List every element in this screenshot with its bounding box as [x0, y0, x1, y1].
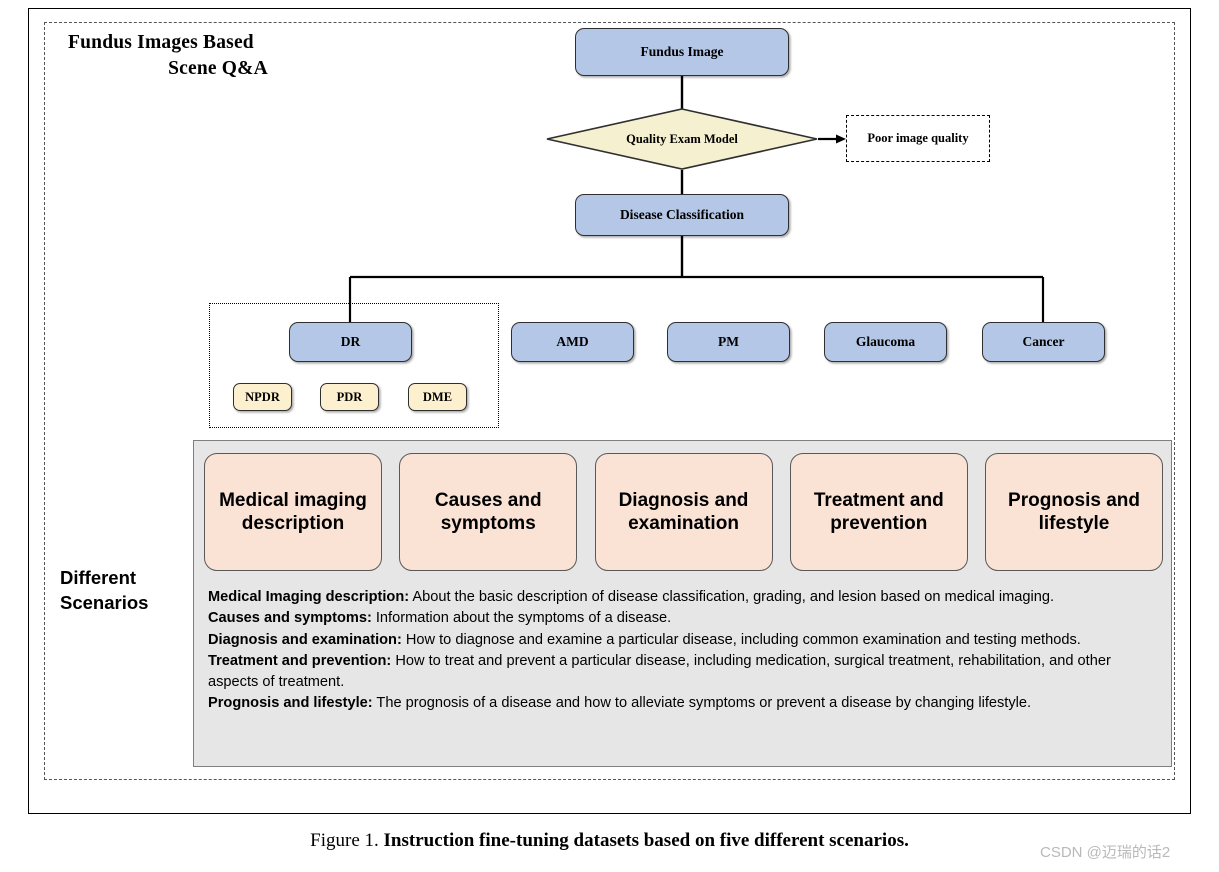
- figure-title-line2: Scene Q&A: [168, 57, 268, 79]
- description-term-diagnosis-examination: Diagnosis and examination:: [208, 631, 402, 648]
- description-term-medical-imaging: Medical Imaging description:: [208, 589, 410, 605]
- different-scenarios-line2: Scenarios: [60, 591, 149, 613]
- node-fundus-image[interactable]: Fundus Image: [575, 28, 789, 76]
- figure-caption: Figure 1. Instruction fine-tuning datase…: [0, 830, 1219, 852]
- node-disease-pm[interactable]: PM: [667, 322, 790, 362]
- description-treatment-prevention: Treatment and prevention: How to treat a…: [208, 651, 1158, 694]
- description-prognosis-lifestyle: Prognosis and lifestyle: The prognosis o…: [208, 693, 1158, 714]
- node-subtype-npdr[interactable]: NPDR: [233, 383, 292, 411]
- description-term-prognosis-lifestyle: Prognosis and lifestyle:: [208, 695, 373, 712]
- dr-group-container: [209, 303, 499, 428]
- different-scenarios-line1: Different: [60, 567, 137, 588]
- description-term-causes-symptoms: Causes and symptoms:: [208, 610, 372, 627]
- node-disease-glaucoma[interactable]: Glaucoma: [824, 322, 947, 362]
- figure-caption-text: Instruction fine-tuning datasets based o…: [383, 830, 909, 851]
- scenario-card-treatment-and-prevention[interactable]: Treatment and prevention: [789, 453, 968, 571]
- description-text-causes-symptoms: Information about the symptoms of a dise…: [371, 610, 672, 627]
- node-subtype-dme[interactable]: DME: [408, 383, 467, 411]
- node-disease-classification[interactable]: Disease Classification: [575, 194, 789, 236]
- scenario-card-prognosis-and-lifestyle[interactable]: Prognosis and lifestyle: [985, 453, 1163, 571]
- node-quality-exam-model[interactable]: Quality Exam Model: [546, 108, 818, 170]
- scenario-panel: Medical imaging description Causes and s…: [193, 440, 1172, 767]
- node-poor-image-quality[interactable]: Poor image quality: [846, 115, 990, 162]
- node-disease-cancer[interactable]: Cancer: [982, 322, 1105, 362]
- description-term-treatment-prevention: Treatment and prevention:: [208, 652, 392, 669]
- description-text-medical-imaging: About the basic description of disease c…: [409, 589, 1055, 605]
- description-causes-symptoms: Causes and symptoms: Information about t…: [208, 608, 1158, 629]
- description-text-treatment-prevention: How to treat and prevent a particular di…: [208, 652, 1111, 691]
- description-medical-imaging: Medical Imaging description: About the b…: [208, 587, 1158, 608]
- figure-title: Fundus Images Based Scene Q&A: [68, 30, 368, 81]
- quality-exam-model-label: Quality Exam Model: [626, 131, 738, 146]
- node-disease-amd[interactable]: AMD: [511, 322, 634, 362]
- figure-title-line1: Fundus Images Based: [68, 32, 254, 53]
- node-disease-dr[interactable]: DR: [289, 322, 412, 362]
- scenario-card-row: Medical imaging description Causes and s…: [194, 453, 1173, 575]
- description-diagnosis-examination: Diagnosis and examination: How to diagno…: [208, 630, 1158, 651]
- scenario-card-diagnosis-and-examination[interactable]: Diagnosis and examination: [594, 453, 773, 571]
- description-text-prognosis-lifestyle: The prognosis of a disease and how to al…: [372, 695, 1032, 712]
- scenario-descriptions: Medical Imaging description: About the b…: [208, 587, 1158, 715]
- scenario-card-medical-imaging-description[interactable]: Medical imaging description: [204, 453, 382, 571]
- watermark: CSDN @迈瑞的话2: [1040, 844, 1171, 861]
- scenario-card-causes-and-symptoms[interactable]: Causes and symptoms: [399, 453, 578, 571]
- different-scenarios-label: Different Scenarios: [60, 566, 210, 616]
- description-text-diagnosis-examination: How to diagnose and examine a particular…: [401, 631, 1081, 648]
- node-subtype-pdr[interactable]: PDR: [320, 383, 379, 411]
- figure-caption-number: Figure 1.: [310, 830, 379, 851]
- inner-dashed-frame: [44, 22, 1175, 780]
